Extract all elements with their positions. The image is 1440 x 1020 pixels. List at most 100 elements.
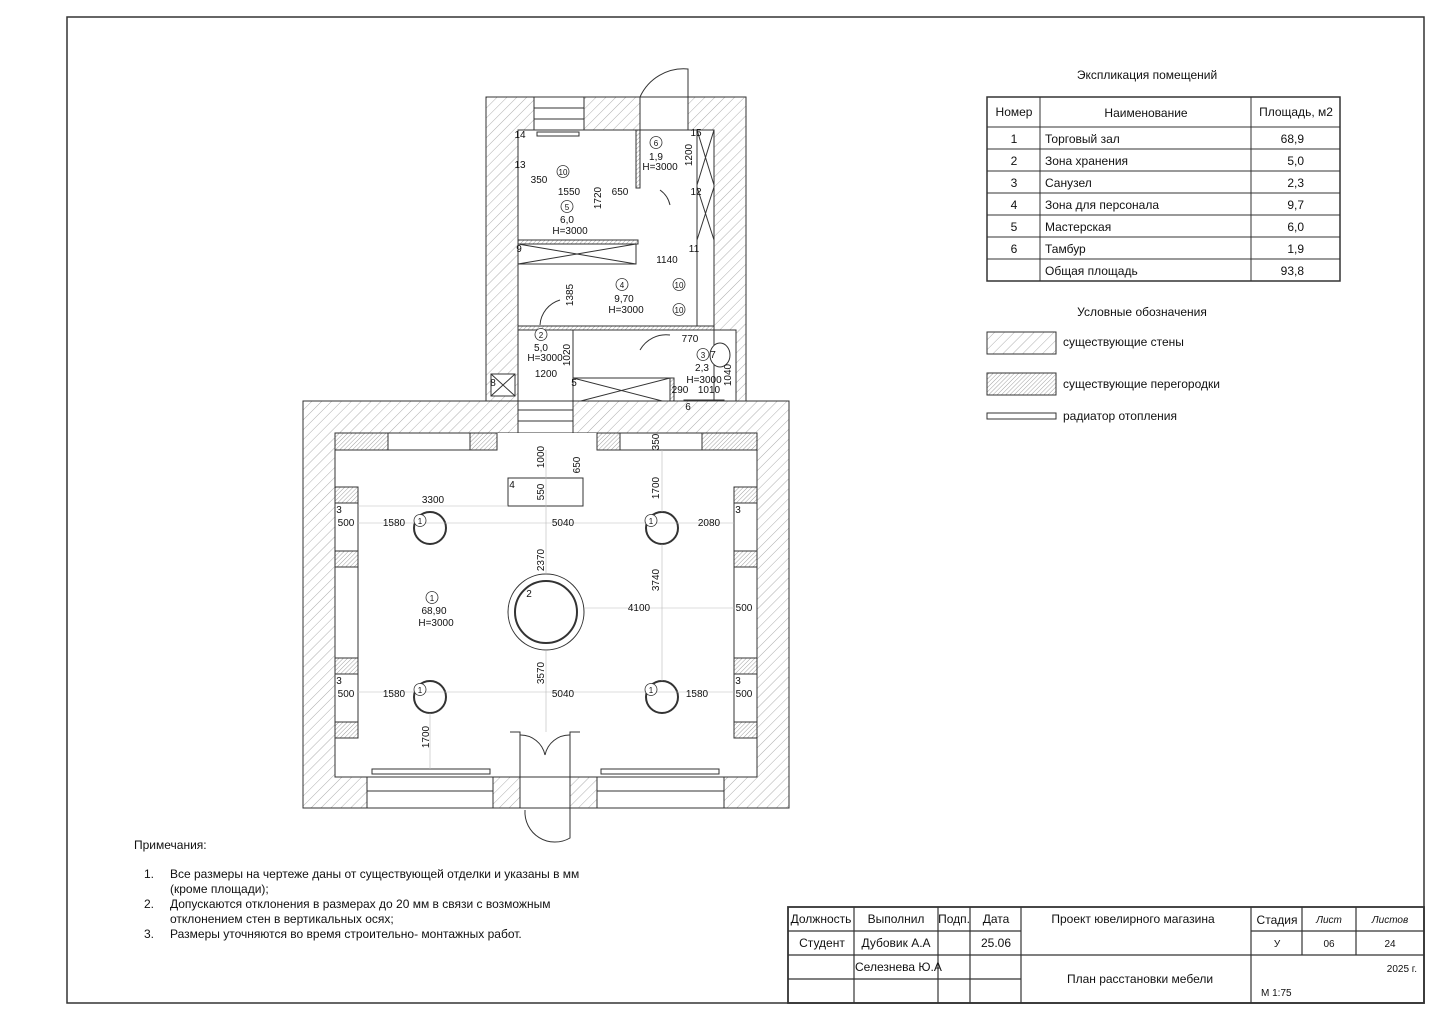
dimension-label: 1580	[686, 689, 709, 700]
legend-swatch-partitions	[986, 372, 1057, 396]
dimension-label: 68,90	[421, 606, 446, 617]
col-header-name: Наименование	[1104, 106, 1188, 120]
explication-cell-num: 5	[1011, 220, 1018, 234]
entrance-door-main[interactable]	[519, 776, 571, 809]
explication-cell-area: 93,8	[1281, 264, 1305, 278]
legend-label: существующие стены	[1063, 335, 1184, 349]
dimension-label: 4	[509, 480, 515, 491]
dimension-label: 1550	[558, 187, 581, 198]
room-marker-label: 10	[675, 306, 684, 315]
room-marker-label: 1	[430, 594, 435, 603]
dimension-label: 1385	[565, 283, 576, 306]
marker-circle	[413, 514, 427, 527]
tb-header-date: Дата	[983, 912, 1010, 926]
note-number: 2.	[144, 897, 155, 911]
explication-cell-name: Зона для персонала	[1045, 198, 1159, 212]
dimension-label: 3	[735, 505, 741, 516]
explication-cell-num: 4	[1011, 198, 1018, 212]
dimension-label: H=3000	[552, 226, 588, 237]
tb-project: Проект ювелирного магазина	[1051, 912, 1215, 926]
tb-year: 2025 г.	[1387, 964, 1417, 975]
explication-title: Экспликация помещений	[1077, 68, 1217, 82]
dimension-label: 11	[689, 244, 700, 255]
dimension-label: 5	[571, 378, 577, 389]
window[interactable]	[533, 96, 585, 131]
dimension-label: H=3000	[418, 618, 454, 629]
dimension-label: 13	[514, 160, 526, 171]
tb-sheet: 06	[1323, 939, 1335, 950]
dimension-label: 3	[735, 676, 741, 687]
dimension-label: 12	[690, 187, 702, 198]
marker-circle	[644, 514, 658, 527]
dimension-label: 550	[536, 483, 547, 500]
dimension-label: 1020	[562, 343, 573, 366]
room-marker-label: 3	[701, 351, 706, 360]
note-number: 3.	[144, 927, 155, 941]
dimension-label: 14	[514, 130, 526, 141]
room-marker-label: 10	[675, 281, 684, 290]
sheet-frame	[66, 16, 1425, 1004]
dimension-label: 1010	[698, 385, 721, 396]
dimension-label: 15	[690, 128, 702, 139]
marker-circle	[672, 278, 686, 291]
entrance-door-top[interactable]	[639, 96, 689, 131]
tb-sheets: 24	[1384, 939, 1396, 950]
tb-author: Дубовик А.А	[861, 936, 930, 950]
explication-cell-num: 2	[1011, 154, 1018, 168]
dimension-label: 500	[338, 518, 355, 529]
note-item: 2. Допускаются отклонения в размерах до 2…	[144, 897, 604, 927]
explication-cell-name: Санузел	[1045, 176, 1092, 190]
dimension-label: 500	[338, 689, 355, 700]
dimension-label: 1580	[383, 518, 406, 529]
explication-cell-area: 6,0	[1287, 220, 1304, 234]
explication-cell-num: 1	[1011, 132, 1018, 146]
dimension-label: H=3000	[642, 162, 678, 173]
dimension-label: 1200	[535, 369, 558, 380]
marker-circle	[534, 328, 548, 341]
dimension-label: 1200	[684, 143, 695, 166]
dimension-label: 350	[531, 175, 548, 186]
explication-cell-name: Тамбур	[1045, 242, 1086, 256]
room-marker-label: 2	[539, 331, 544, 340]
dimension-label: 1040	[723, 363, 734, 386]
explication-cell-name: Мастерская	[1045, 220, 1111, 234]
dimension-label: 2080	[698, 518, 721, 529]
legend-label: существующие перегородки	[1063, 377, 1220, 391]
explication-cell-num: 3	[1011, 176, 1018, 190]
dimension-label: 2	[526, 589, 532, 600]
marker-circle	[696, 348, 710, 361]
explication-cell-area: 2,3	[1287, 176, 1304, 190]
tb-header-sheet: Лист	[1315, 915, 1342, 926]
dimension-label: 9,70	[614, 294, 634, 305]
tb-sheet-title: План расстановки мебели	[1067, 972, 1213, 986]
tb-header-sign: Подп.	[938, 912, 970, 926]
dimension-label: H=3000	[608, 305, 644, 316]
dimension-label: 2370	[536, 548, 547, 571]
dimension-label: 5040	[552, 518, 575, 529]
marker-circle	[649, 136, 663, 149]
dimension-label: 1700	[421, 725, 432, 748]
dimension-label: 3570	[536, 661, 547, 684]
notes-title: Примечания:	[134, 838, 207, 852]
dimension-label: 1000	[536, 445, 547, 468]
explication-cell-area: 68,9	[1281, 132, 1305, 146]
tb-scale: М 1:75	[1261, 988, 1292, 999]
dimension-label: 3	[336, 676, 342, 687]
note-text: Размеры уточняются во время строительно-…	[170, 927, 522, 941]
dimension-label: 1700	[651, 476, 662, 499]
tb-stage: У	[1274, 939, 1281, 950]
tb-date: 25.06	[981, 936, 1011, 950]
dimension-label: 9	[516, 244, 522, 255]
room-marker-label: 1	[649, 517, 654, 526]
note-item: 1.Все размеры на чертеже даны от существ…	[144, 867, 604, 897]
dimension-label: 650	[572, 456, 583, 473]
tb-header-done: Выполнил	[868, 912, 925, 926]
tb-position: Студент	[799, 936, 845, 950]
dimension-label: 350	[651, 433, 662, 450]
toilet-icon	[709, 342, 731, 368]
legend-swatch-walls	[986, 331, 1057, 355]
note-text: Допускаются отклонения в размерах до 20 …	[170, 897, 551, 926]
dimension-label: 290	[672, 385, 689, 396]
dimension-label: 500	[736, 603, 753, 614]
dimension-label: 6,0	[560, 215, 574, 226]
